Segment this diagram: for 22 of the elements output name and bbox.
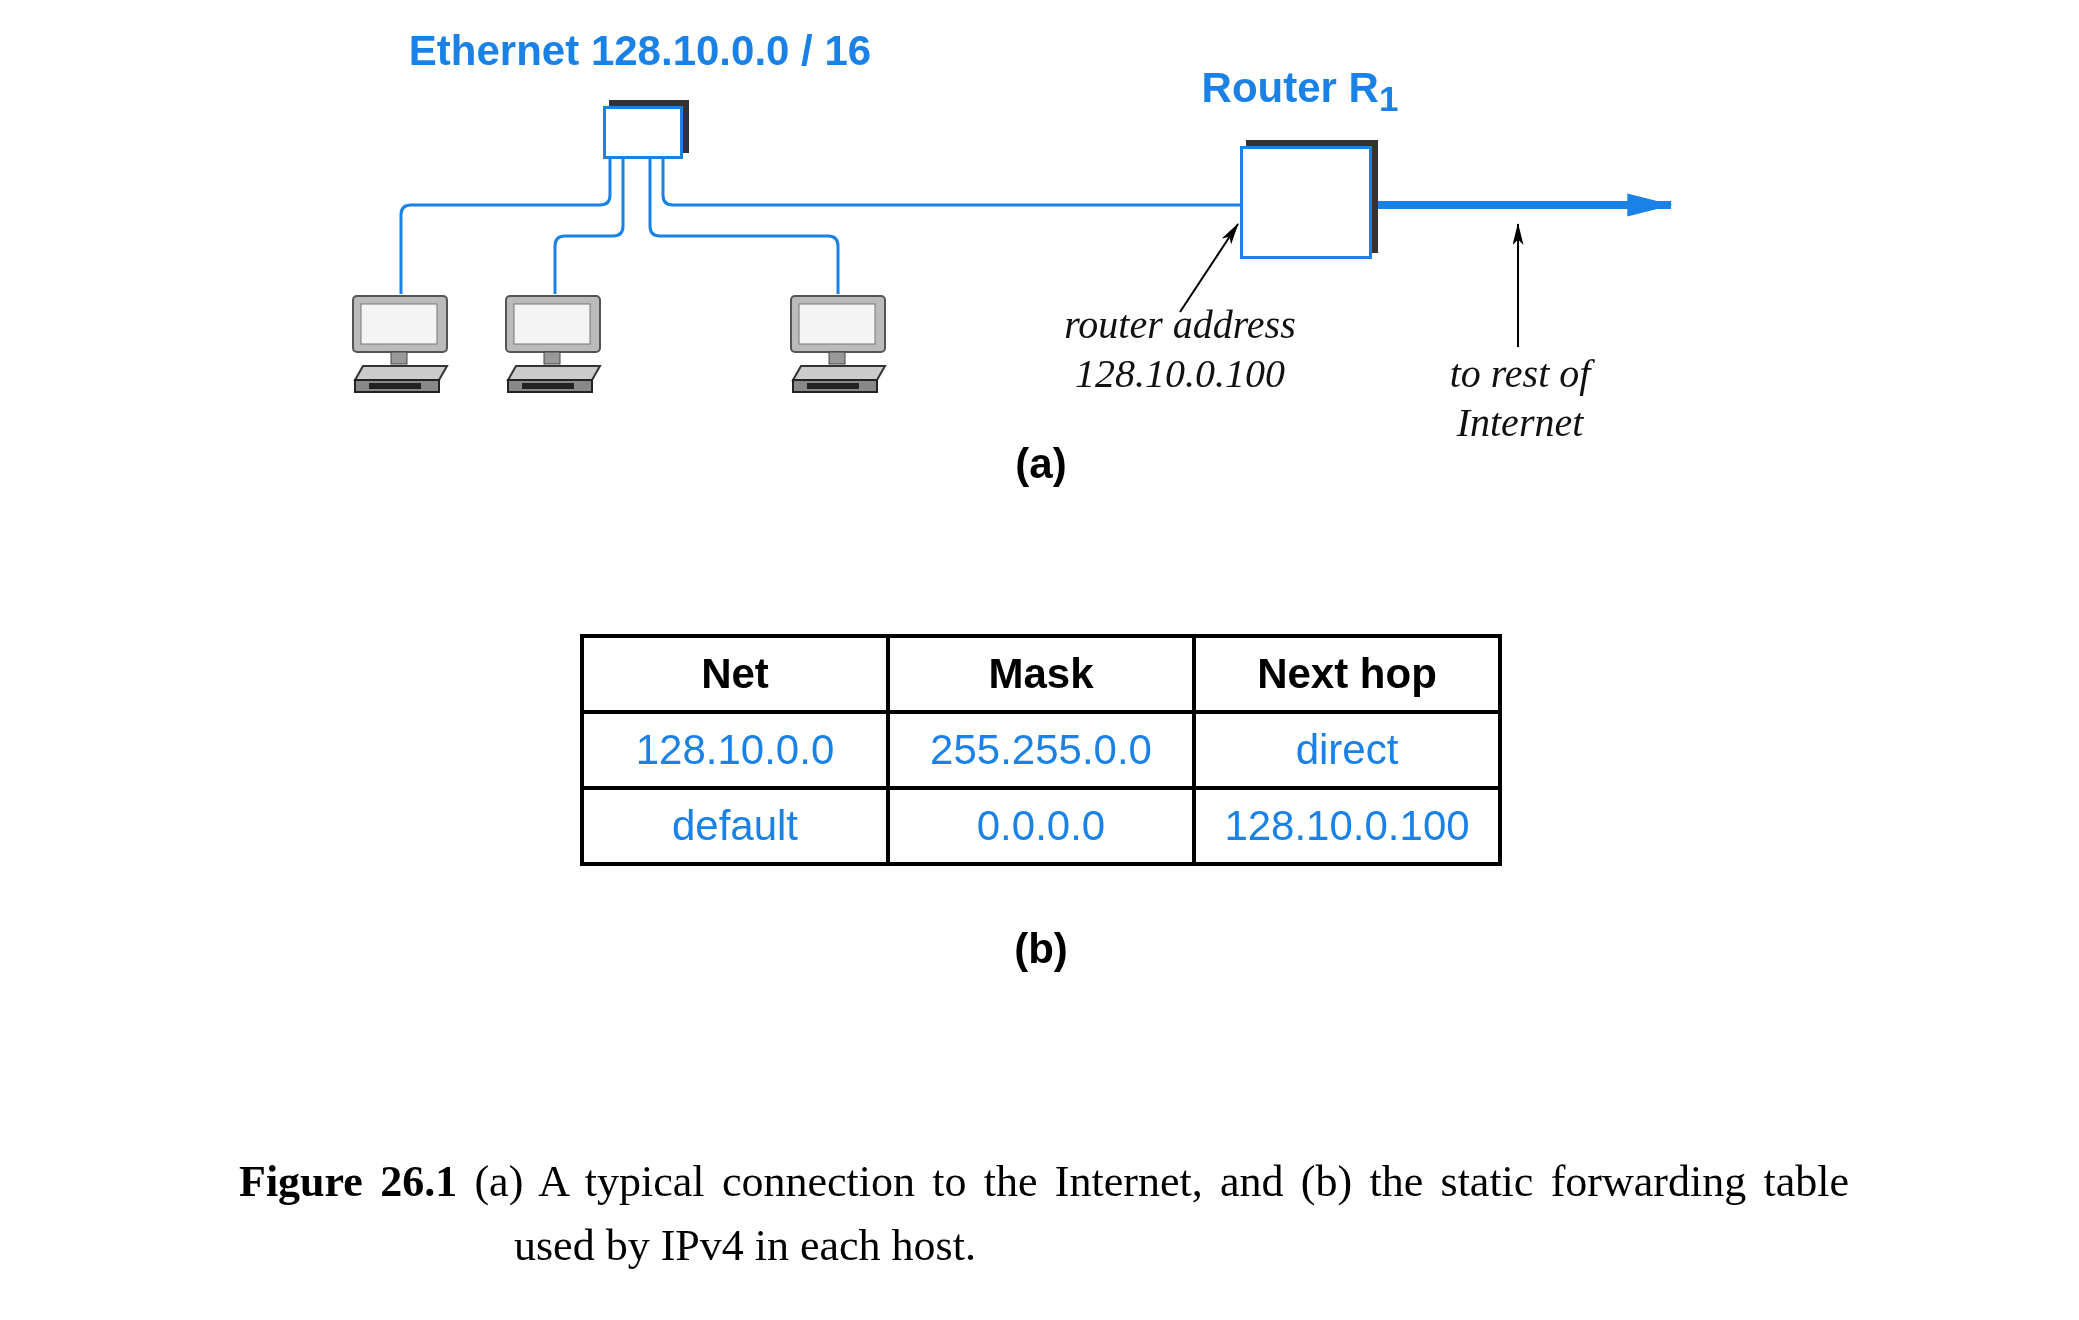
table-cell: 0.0.0.0	[888, 788, 1194, 864]
panel-label: (b)	[1013, 925, 1069, 973]
column-header: Next hop	[1194, 636, 1500, 712]
table-cell: 128.10.0.0	[582, 712, 888, 788]
annotation-text: router address 128.10.0.100	[1040, 300, 1320, 398]
annotation-text: to rest of Internet	[1425, 349, 1615, 447]
panel-label: (a)	[1014, 440, 1068, 488]
connection-line	[399, 159, 612, 294]
column-header: Mask	[888, 636, 1194, 712]
router-label: Router R$_{1}$	[1200, 64, 1400, 120]
table-cell: 255.255.0.0	[888, 712, 1194, 788]
column-header: Net	[582, 636, 888, 712]
connection-line	[648, 159, 840, 294]
connection-line	[553, 159, 625, 294]
network-label: Ethernet 128.10.0.0 / 16	[407, 27, 873, 75]
table-cell: 128.10.0.100	[1194, 788, 1500, 864]
leader-line	[1179, 223, 1239, 313]
figure-caption: Figure 26.1 (a) A typical connection to the Internet, and (b) the static forwarding table used by IPv4 in each host.	[239, 1156, 1849, 1272]
table-cell: direct	[1194, 712, 1500, 788]
table-cell: default	[582, 788, 888, 864]
leader-line	[1512, 222, 1524, 348]
connection-line	[661, 159, 1240, 207]
